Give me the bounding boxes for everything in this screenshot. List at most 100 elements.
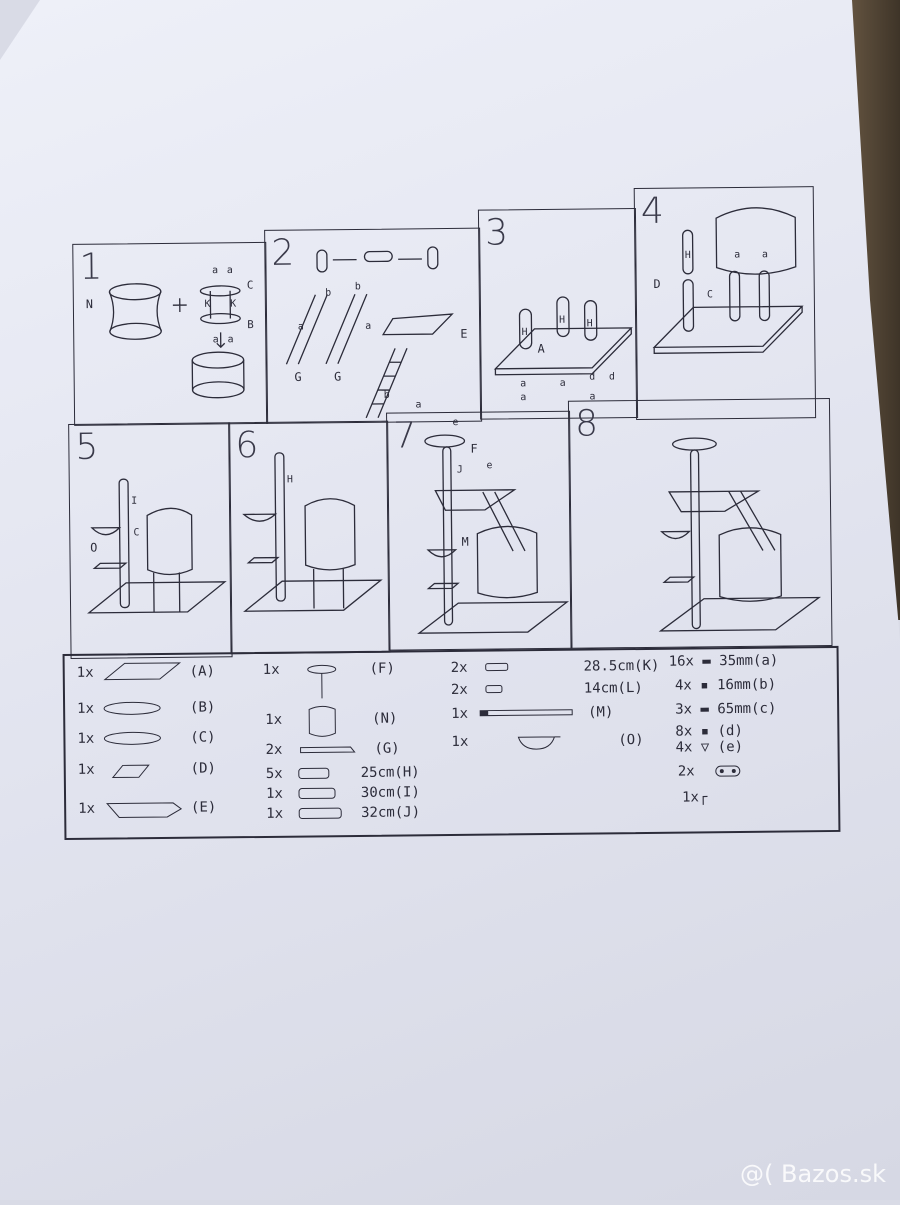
hardware-connector-plate: 2x	[678, 763, 743, 780]
diagram-label: a	[415, 399, 421, 410]
diagram-label: e	[486, 460, 492, 471]
diagram-label: C	[133, 527, 139, 538]
svg-text:G: G	[294, 370, 301, 384]
diagram-label: b	[325, 288, 331, 299]
bolt-icon: ▬	[702, 653, 711, 670]
diagram-label: H	[685, 250, 691, 261]
diagram-label: a	[213, 334, 219, 345]
diagram-label: K	[230, 299, 236, 310]
diagram-label: a	[589, 391, 595, 402]
parts-column-4-hardware: 16x ▬ 35mm(a) 4x ▪ 16mm(b) 3x ▬ 65mm(c) …	[65, 648, 837, 806]
post-icon	[297, 806, 347, 821]
diagram-label: e	[452, 417, 458, 428]
svg-text:B: B	[247, 318, 254, 331]
svg-text:D: D	[653, 277, 660, 291]
step-6-diagram: H	[229, 422, 389, 654]
part-N: 1x(N)	[265, 710, 398, 728]
allen-key-icon: ┌	[698, 789, 708, 806]
hardware-b: 4x ▪ 16mm(b)	[674, 676, 777, 694]
diagram-label: a	[560, 378, 566, 389]
diagram-label: d	[589, 372, 595, 383]
part-M: 1x(M)	[451, 704, 614, 722]
board-icon	[101, 661, 181, 684]
double-screw-icon: ▬	[700, 701, 709, 718]
hardware-d: 8x ▪ (d)	[675, 722, 743, 740]
step-6-panel: 6 H	[228, 420, 391, 655]
svg-text:F: F	[470, 442, 477, 456]
diagram-label: a	[365, 321, 371, 332]
diagram-label: I	[131, 496, 137, 507]
hardware-a: 16x ▬ 35mm(a)	[668, 652, 779, 670]
diagram-label: H	[522, 327, 528, 338]
washer-icon: ▽	[700, 739, 710, 756]
diagram-label: a	[227, 265, 233, 276]
diagram-label: a	[520, 378, 526, 389]
diagram-label: a	[298, 321, 304, 332]
bolt-icon: ▪	[700, 677, 709, 694]
long-post-icon	[478, 708, 578, 719]
diagram-label: d	[609, 371, 615, 382]
diagram-label: H	[587, 318, 593, 329]
svg-text:A: A	[538, 342, 545, 356]
parts-list-panel: 1x(A) 1x(B) 1x(C) 1x(D) 1x(E) 1x(F) 1x(N…	[62, 645, 841, 841]
svg-text:O: O	[90, 541, 97, 555]
nut-icon: ▪	[700, 723, 710, 740]
diagram-label: H	[287, 474, 293, 485]
part-O: 1x(O)	[451, 731, 644, 752]
parts-column-1: 1x(A) 1x(B) 1x(C) 1x(D) 1x(E)	[65, 648, 837, 656]
step-8-diagram	[569, 399, 832, 648]
top-perch-with-house-icon	[297, 663, 348, 744]
corner-board-icon	[103, 797, 183, 820]
svg-text:M: M	[462, 535, 469, 549]
diagram-label: b	[384, 390, 390, 401]
diagram-label: C	[707, 289, 713, 300]
short-post-icon	[484, 684, 544, 695]
connector-plate-icon	[715, 765, 743, 777]
part-A: 1x(A)	[77, 660, 215, 683]
watermark: @( Bazos.sk	[740, 1160, 886, 1188]
svg-text:N: N	[86, 297, 93, 311]
part-E: 1x(E)	[78, 796, 216, 819]
diagram-label: a	[212, 265, 218, 276]
hardware-allen-key: 1x┌	[681, 789, 708, 806]
short-post-icon	[484, 662, 544, 673]
svg-text:E: E	[460, 327, 467, 341]
part-G: 2x(G)	[265, 740, 400, 758]
step-8-panel: 8	[567, 398, 833, 649]
oval-platform-icon	[102, 729, 182, 748]
step-5-diagram: O I C	[69, 423, 231, 658]
diagram-label: J	[457, 465, 463, 476]
bowl-icon	[498, 731, 578, 752]
small-board-icon	[103, 759, 183, 780]
diagram-label: a	[734, 249, 740, 260]
part-C: 1x(C)	[77, 729, 216, 748]
svg-text:C: C	[247, 279, 254, 292]
ladder-rail-icon	[298, 744, 358, 755]
post-icon	[297, 786, 347, 801]
hardware-e: 4x ▽ (e)	[675, 738, 744, 756]
diagram-label: a	[520, 392, 526, 403]
svg-text:G: G	[334, 370, 341, 384]
oval-platform-icon	[102, 699, 182, 718]
part-B: 1x(B)	[77, 699, 216, 718]
diagram-label: K	[204, 299, 210, 310]
hardware-c: 3x ▬ 65mm(c)	[675, 700, 777, 718]
